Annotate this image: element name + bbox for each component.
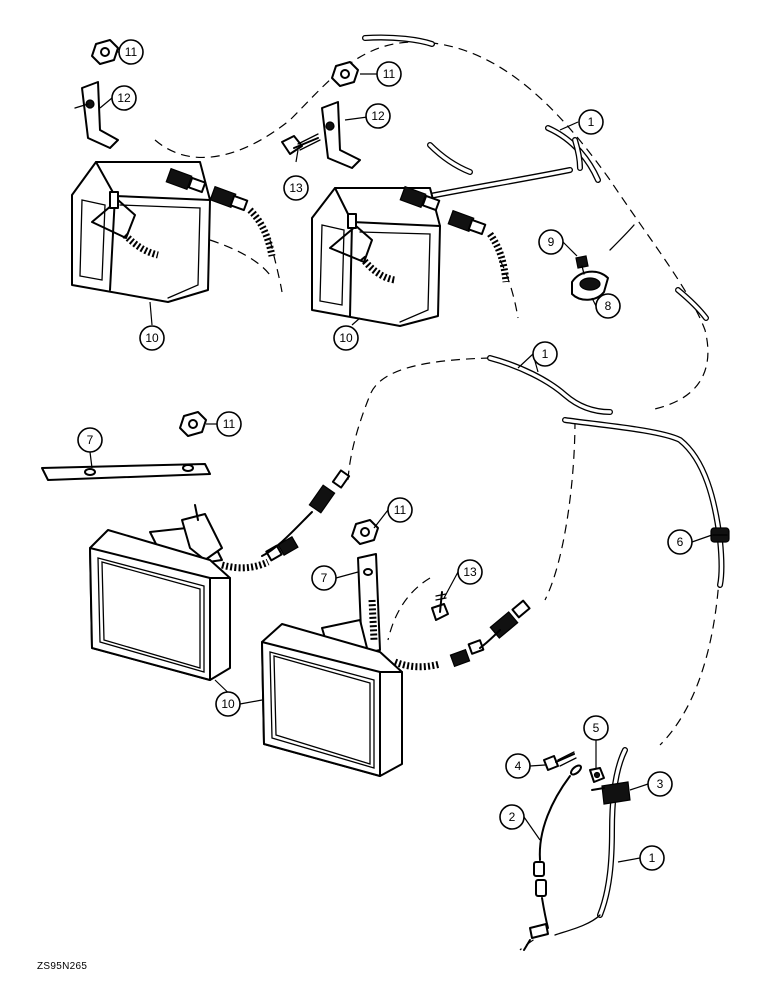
svg-text:9: 9 (548, 235, 555, 249)
lamp-top-left (71, 161, 211, 303)
callout-10b: 10 (333, 325, 359, 351)
callout-1b: 1 (532, 341, 558, 367)
bolt-13-top (281, 133, 321, 155)
callout-1a: 1 (578, 109, 604, 135)
callout-10a: 10 (139, 325, 165, 351)
nut-11-b (331, 61, 359, 87)
callout-1c: 1 (639, 845, 665, 871)
callout-11a: 11 (118, 39, 144, 65)
clamp-3 (591, 781, 631, 805)
svg-text:7: 7 (87, 433, 94, 447)
nut-5 (589, 767, 605, 783)
callout-13a: 13 (283, 175, 309, 201)
connectors-bottom-center (449, 599, 531, 668)
svg-text:11: 11 (383, 67, 396, 81)
callout-12a: 12 (111, 85, 137, 111)
svg-text:11: 11 (125, 45, 138, 59)
svg-text:4: 4 (515, 759, 522, 773)
svg-text:12: 12 (371, 109, 385, 123)
phantom-routing-lines (154, 41, 721, 951)
svg-text:3: 3 (657, 777, 664, 791)
grommet-6 (710, 527, 730, 543)
svg-text:1: 1 (649, 851, 656, 865)
svg-text:10: 10 (145, 331, 159, 345)
bracket-12-right (321, 101, 361, 169)
bolt-13-bottom (431, 591, 449, 621)
lamp-bottom-left (89, 504, 270, 681)
callout-10c: 10 (215, 691, 241, 717)
lamp-top-center (311, 187, 441, 327)
callout-5: 5 (583, 715, 609, 741)
strap-bracket-7-left (41, 463, 211, 481)
svg-text:10: 10 (221, 697, 235, 711)
callout-12b: 12 (365, 103, 391, 129)
bracket-12-left (74, 81, 119, 149)
callout-11c: 11 (216, 411, 242, 437)
callout-8: 8 (595, 293, 621, 319)
svg-text:13: 13 (289, 181, 303, 195)
callout-9: 9 (538, 229, 564, 255)
callout-11d: 11 (387, 497, 413, 523)
callout-6: 6 (667, 529, 693, 555)
svg-text:1: 1 (588, 115, 595, 129)
screw-9 (575, 255, 589, 275)
connectors-top-left (165, 167, 276, 257)
connectors-top-center (399, 185, 510, 283)
svg-text:1: 1 (542, 347, 549, 361)
svg-text:2: 2 (509, 810, 516, 824)
svg-text:13: 13 (463, 565, 477, 579)
svg-text:11: 11 (394, 503, 407, 517)
callout-11b: 11 (376, 61, 402, 87)
connectors-bottom-left (261, 469, 351, 562)
bolt-4 (543, 751, 577, 771)
ground-wire-2 (523, 764, 582, 951)
nut-11-a (91, 39, 119, 65)
svg-text:12: 12 (117, 91, 131, 105)
svg-text:5: 5 (593, 721, 600, 735)
svg-text:7: 7 (321, 571, 328, 585)
callout-2: 2 (499, 804, 525, 830)
nut-11-c (179, 411, 207, 437)
callout-4: 4 (505, 753, 531, 779)
svg-text:10: 10 (339, 331, 353, 345)
svg-text:6: 6 (677, 535, 684, 549)
callout-7b: 7 (311, 565, 337, 591)
clamp-8 (571, 270, 609, 301)
svg-text:11: 11 (223, 417, 236, 431)
svg-text:8: 8 (605, 299, 612, 313)
wiring-harness (362, 34, 725, 936)
callout-13b: 13 (457, 559, 483, 585)
lamp-bottom-center (261, 619, 441, 777)
drawing-reference-code: ZS95N265 (37, 961, 88, 972)
nut-11-d (351, 519, 379, 545)
callout-7a: 7 (77, 427, 103, 453)
callout-3: 3 (647, 771, 673, 797)
